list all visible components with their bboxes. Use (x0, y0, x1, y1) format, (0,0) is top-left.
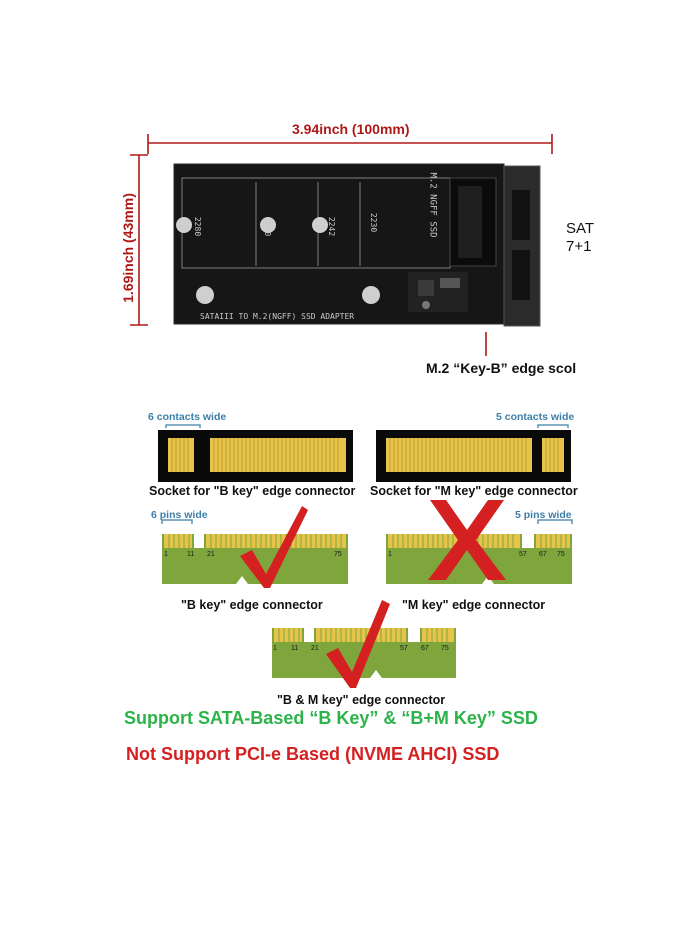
height-dimension-line (130, 154, 148, 326)
not-support-note: Not Support PCI-e Based (NVME AHCI) SSD (126, 744, 500, 764)
width-dimension-label: 3.94inch (100mm) (290, 121, 412, 137)
width-dimension-line (147, 134, 553, 154)
b-socket-caption: Socket for "B key" edge connector (149, 484, 356, 498)
m2-ngff-label: M.2 NGFF SSD (427, 172, 438, 238)
m-key-socket (376, 424, 571, 482)
bm-pin-number: 11 (291, 645, 299, 652)
height-dimension-label: 1.69inch (43mm) (120, 188, 136, 308)
b-socket-pin-lines (213, 438, 339, 472)
bm-pin-number: 1 (273, 645, 277, 652)
bm-key-caption: "B & M key" edge connector (277, 693, 446, 707)
b-pin-number: 75 (334, 551, 342, 558)
m-pin-number: 75 (557, 551, 565, 558)
bm-pin-number: 57 (400, 645, 408, 652)
sata-side-label: SAT (566, 220, 595, 237)
slot-pointer-line (485, 332, 487, 356)
m-pins-label: 5 pins wide (515, 509, 572, 521)
m-pin-number: 57 (519, 551, 527, 558)
adapter-label: SATAIII TO M.2(NGFF) SSD ADAPTER (200, 312, 355, 321)
size-mark-2242: 2242 (327, 216, 337, 237)
b-pins-label: 6 pins wide (151, 509, 208, 521)
bm-pin-number: 67 (421, 645, 429, 652)
b-pin-number: 21 (207, 551, 215, 558)
m-pin-number: 1 (388, 551, 392, 558)
b-key-check-icon (240, 506, 308, 588)
size-mark-2280: 2280 (193, 216, 203, 237)
bm-pin-number: 21 (311, 645, 319, 652)
adapter-board (173, 163, 541, 327)
m-contacts-label: 5 contacts wide (496, 411, 575, 423)
b-contacts-label: 6 contacts wide (148, 411, 227, 423)
b-key-socket (158, 424, 353, 482)
m-socket-caption: Socket for "M key" edge connector (370, 484, 578, 498)
support-note: Support SATA-Based “B Key” & “B+M Key” S… (124, 708, 538, 728)
sata-pins-label: 7+1 (566, 238, 592, 255)
b-pin-number: 11 (187, 551, 195, 558)
b-pin-number: 1 (164, 551, 168, 558)
size-mark-2260: 2260 (263, 216, 273, 237)
m-key-cross-icon (428, 500, 506, 580)
slot-caption: M.2 “Key-B” edge scol (426, 360, 577, 376)
bm-key-check-icon (326, 600, 390, 688)
bm-pin-number: 75 (441, 645, 449, 652)
m-key-caption: "M key" edge connector (402, 598, 546, 612)
m-pin-number: 67 (539, 551, 547, 558)
size-mark-2230: 2230 (369, 212, 379, 233)
b-key-caption: "B key" edge connector (181, 598, 323, 612)
